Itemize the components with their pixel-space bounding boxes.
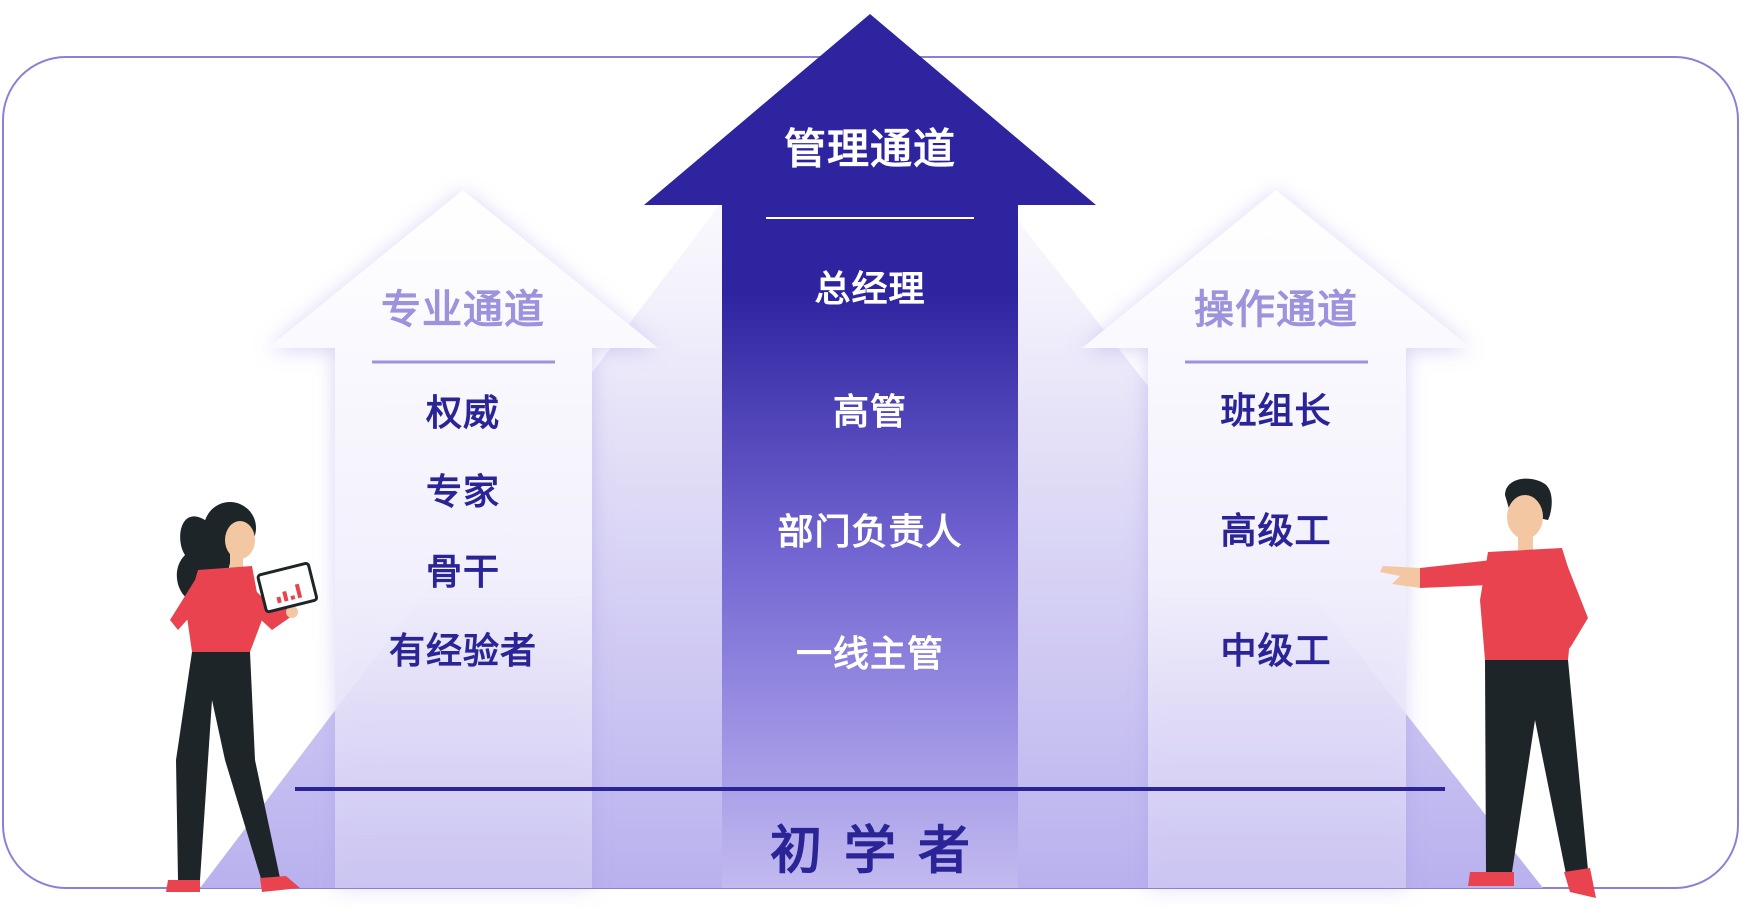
operation-channel-title: 操作通道	[1194, 287, 1358, 333]
professional-arrow	[268, 190, 658, 888]
professional-channel-title: 专业通道	[381, 287, 545, 333]
professional-level-2: 专家	[425, 472, 501, 513]
professional-level-1: 权威	[425, 393, 501, 434]
operation-level-2: 高级工	[1220, 511, 1332, 552]
operation-level-3: 中级工	[1220, 631, 1332, 672]
operation-level-1: 班组长	[1220, 391, 1332, 432]
professional-level-4: 有经验者	[388, 631, 538, 672]
management-level-1: 总经理	[814, 269, 926, 310]
management-level-3: 部门负责人	[777, 512, 963, 553]
operation-arrow	[1082, 190, 1471, 888]
management-level-2: 高管	[832, 392, 908, 433]
management-level-4: 一线主管	[795, 634, 945, 675]
man-pointing-illustration	[1380, 478, 1596, 898]
professional-level-3: 骨干	[425, 552, 501, 593]
woman-with-tablet-illustration	[166, 502, 319, 892]
beginner-base-label: 初学者	[769, 821, 993, 882]
management-arrow	[644, 14, 1096, 888]
management-channel-title: 管理通道	[783, 124, 957, 174]
